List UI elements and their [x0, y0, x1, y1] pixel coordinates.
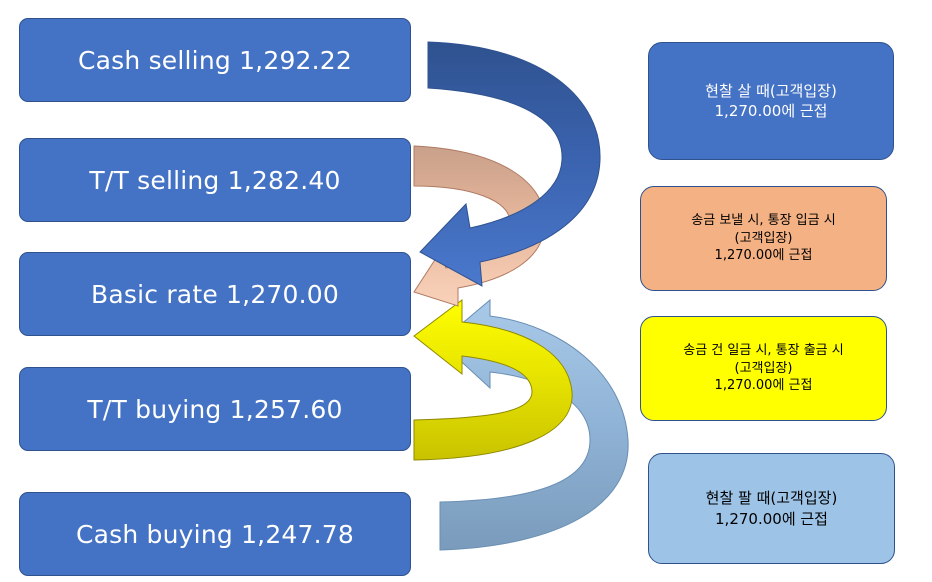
cash-selling-box: Cash selling 1,292.22	[19, 18, 411, 102]
tt-buying-box: T/T buying 1,257.60	[19, 367, 411, 451]
note-tt-selling-line3: 1,270.00에 근접	[714, 248, 813, 264]
note-tt-buying-line1: 송금 건 일금 시, 통장 출금 시	[683, 343, 844, 359]
note-tt-buying: 송금 건 일금 시, 통장 출금 시 (고객입장) 1,270.00에 근접	[640, 316, 887, 421]
note-cash-buying-line1: 현찰 팔 때(고객입장)	[705, 489, 838, 508]
arrow-tt-selling	[413, 145, 546, 307]
basic-rate-label: Basic rate 1,270.00	[91, 279, 339, 309]
note-tt-buying-line3: 1,270.00에 근접	[714, 378, 813, 394]
tt-selling-label: T/T selling 1,282.40	[89, 165, 341, 195]
note-cash-buying: 현찰 팔 때(고객입장) 1,270.00에 근접	[648, 453, 895, 564]
note-tt-selling-line2: (고객입장)	[734, 230, 793, 246]
arrow-tt-buying	[413, 299, 573, 461]
arrow-cash-buying	[439, 298, 629, 551]
note-cash-selling-line1: 현찰 살 때(고객입장)	[705, 81, 837, 100]
basic-rate-box: Basic rate 1,270.00	[19, 252, 411, 336]
note-tt-selling: 송금 보낼 시, 통장 입금 시 (고객입장) 1,270.00에 근접	[640, 186, 887, 291]
cash-buying-box: Cash buying 1,247.78	[19, 492, 411, 576]
note-tt-selling-line1: 송금 보낼 시, 통장 입금 시	[691, 213, 836, 229]
tt-selling-box: T/T selling 1,282.40	[19, 138, 411, 222]
note-cash-buying-line2: 1,270.00에 근접	[715, 509, 828, 528]
arrow-cash-selling	[419, 41, 601, 287]
cash-buying-label: Cash buying 1,247.78	[75, 519, 355, 549]
cash-selling-label: Cash selling 1,292.22	[77, 45, 353, 75]
note-tt-buying-line2: (고객입장)	[734, 360, 793, 376]
note-cash-selling-line2: 1,270.00에 근접	[714, 102, 828, 120]
note-cash-selling: 현찰 살 때(고객입장) 1,270.00에 근접	[648, 42, 894, 160]
tt-buying-label: T/T buying 1,257.60	[87, 394, 343, 424]
